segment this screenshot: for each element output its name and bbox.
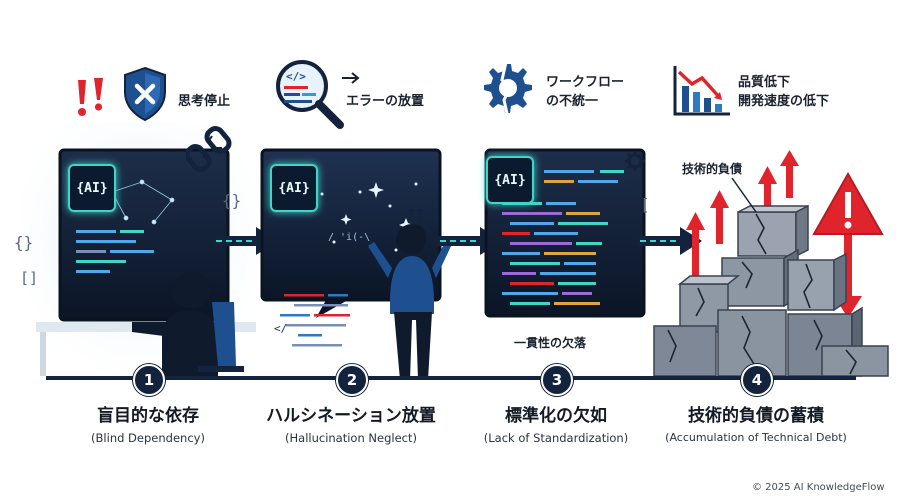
flow-arrow-3 [638, 227, 702, 255]
consistency-lack-label: 一貫性の欠落 [514, 336, 587, 350]
step-title-1: 盲目的な依存 [97, 406, 199, 426]
shield-x-icon [124, 66, 166, 122]
svg-text:[ ]: [ ] [640, 195, 662, 214]
stop-thinking-label: 思考停止 [178, 94, 231, 109]
small-gear-icon [625, 151, 645, 171]
step-number-1: 1 [133, 364, 165, 396]
step-number-3: 3 [541, 364, 573, 396]
broken-chain-icon [186, 126, 232, 172]
ai-badge-3: {AI} [486, 156, 534, 204]
svg-text:??: ?? [406, 206, 424, 224]
panel-blind-dependency [22, 122, 258, 378]
step-subtitle-3: (Lack of Standardization) [483, 431, 629, 445]
code-arrow-icon [342, 72, 360, 84]
timeline-bar [46, 376, 856, 380]
step-number-2: 2 [336, 364, 368, 396]
dev-speed-decline-label: 開発速度の低下 [738, 94, 830, 109]
brackets-icon: [ ] [640, 195, 662, 214]
step-subtitle-2: (Hallucination Neglect) [285, 431, 417, 445]
step-subtitle-1: (Blind Dependency) [91, 431, 205, 445]
label-pointer [731, 177, 757, 213]
broken-gear-icon [484, 61, 532, 119]
svg-text:[]: [] [20, 269, 38, 287]
step-title-2: ハルシネーション放置 [266, 406, 436, 426]
panel-technical-debt [653, 150, 889, 377]
step-title-3: 標準化の欠如 [505, 406, 607, 426]
step-subtitle-4: (Accumulation of Technical Debt) [665, 431, 847, 444]
exclamation-icon [78, 78, 103, 116]
svg-text:{}: {} [222, 191, 241, 210]
svg-text:/ 'i(-\: / 'i(-\ [328, 232, 370, 243]
svg-text:</>: </> [286, 70, 306, 83]
tech-debt-label: 技術的負債 [682, 162, 743, 176]
copyright-text: © 2025 AI KnowledgeFlow [752, 482, 885, 493]
step-number-4: 4 [741, 364, 773, 396]
brackets-icon: [] [20, 269, 38, 287]
quality-decline-label: 品質低下 [738, 75, 791, 90]
magnifier-code-icon: </> [276, 60, 344, 129]
svg-text:</: </ [274, 322, 287, 335]
braces-icon: {} [14, 233, 33, 252]
step-title-4: 技術的負債の蓄積 [688, 406, 824, 426]
workflow-label-line2: の不統一 [546, 94, 599, 109]
svg-text:{}: {} [14, 233, 33, 252]
error-neglect-label: エラーの放置 [346, 94, 425, 109]
declining-chart-icon [673, 66, 730, 116]
braces-icon: {} [222, 191, 241, 210]
ai-badge-1: {AI} [68, 164, 116, 212]
workflow-label-line1: ワークフロー [546, 75, 625, 90]
ai-badge-2: {AI} [270, 164, 318, 212]
